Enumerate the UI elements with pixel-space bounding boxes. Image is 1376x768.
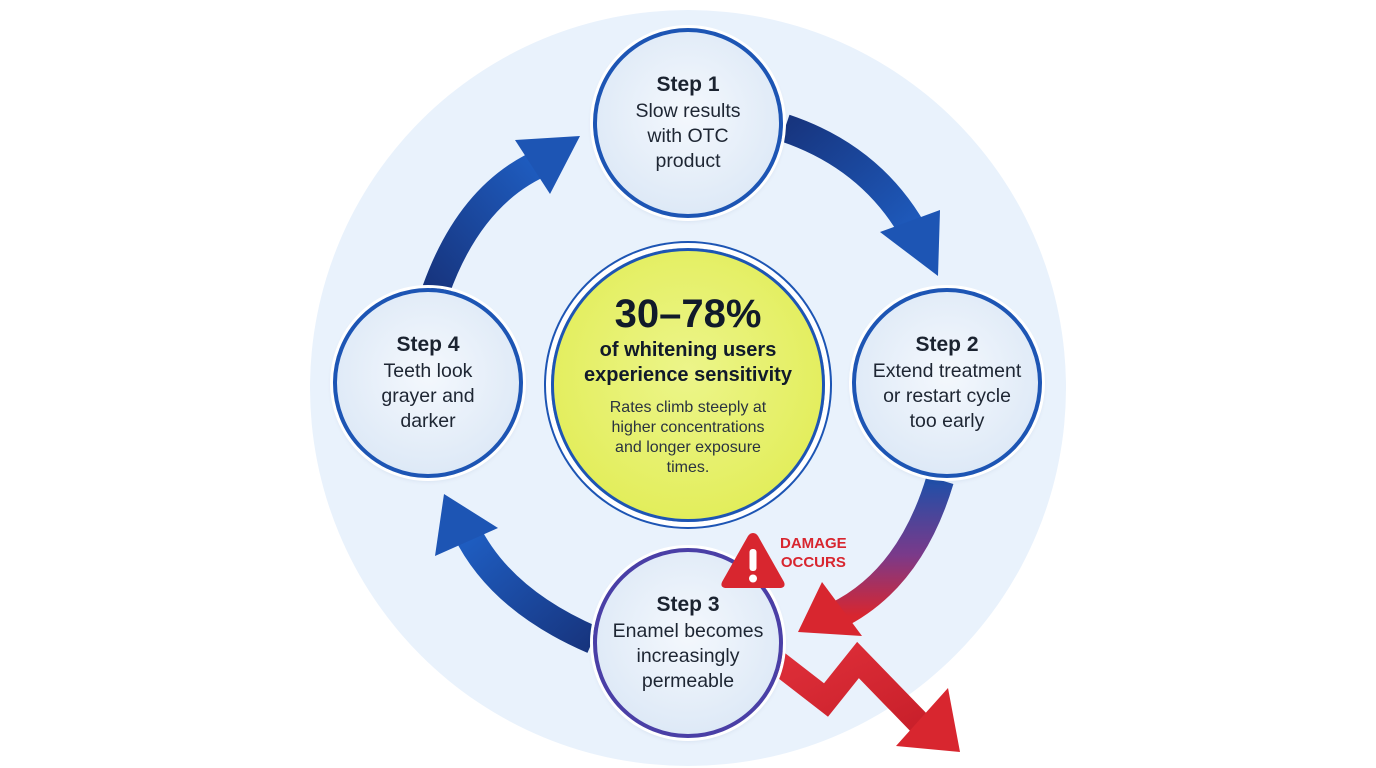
arrow-step2-to-step3 — [798, 475, 954, 636]
step-2-description: Extend treatment or restart cycle too ea… — [872, 359, 1022, 432]
step-1-description: Slow results with OTC product — [635, 99, 741, 172]
damage-occurs-label: DAMAGE OCCURS — [780, 535, 847, 571]
step-2-node: Step 2 Extend treatment or restart cycle… — [852, 288, 1042, 478]
step-3-description: Enamel becomes increasingly permeable — [612, 619, 764, 692]
step-1-title: Step 1 — [656, 72, 720, 96]
step-4-description: Teeth look grayer and darker — [381, 359, 475, 432]
arrow-step3-to-step4 — [435, 494, 599, 653]
arrow-step1-to-step2 — [780, 114, 940, 276]
statistic-headline: 30–78% — [614, 292, 762, 336]
statistic-subhead: of whitening users experience sensitivit… — [584, 339, 792, 386]
step-2-title: Step 2 — [915, 332, 979, 356]
arrow-step4-to-step1 — [422, 136, 580, 295]
statistic-note: Rates climb steeply at higher concentrat… — [609, 399, 767, 476]
downward-zigzag-arrow-icon — [756, 641, 960, 752]
step-3-title: Step 3 — [656, 592, 720, 616]
warning-triangle-icon — [721, 533, 785, 588]
center-statistic: 30–78% of whitening users experience sen… — [551, 248, 825, 522]
step-4-title: Step 4 — [396, 332, 460, 356]
step-4-node: Step 4 Teeth look grayer and darker — [333, 288, 523, 478]
step-1-node: Step 1 Slow results with OTC product — [593, 28, 783, 218]
